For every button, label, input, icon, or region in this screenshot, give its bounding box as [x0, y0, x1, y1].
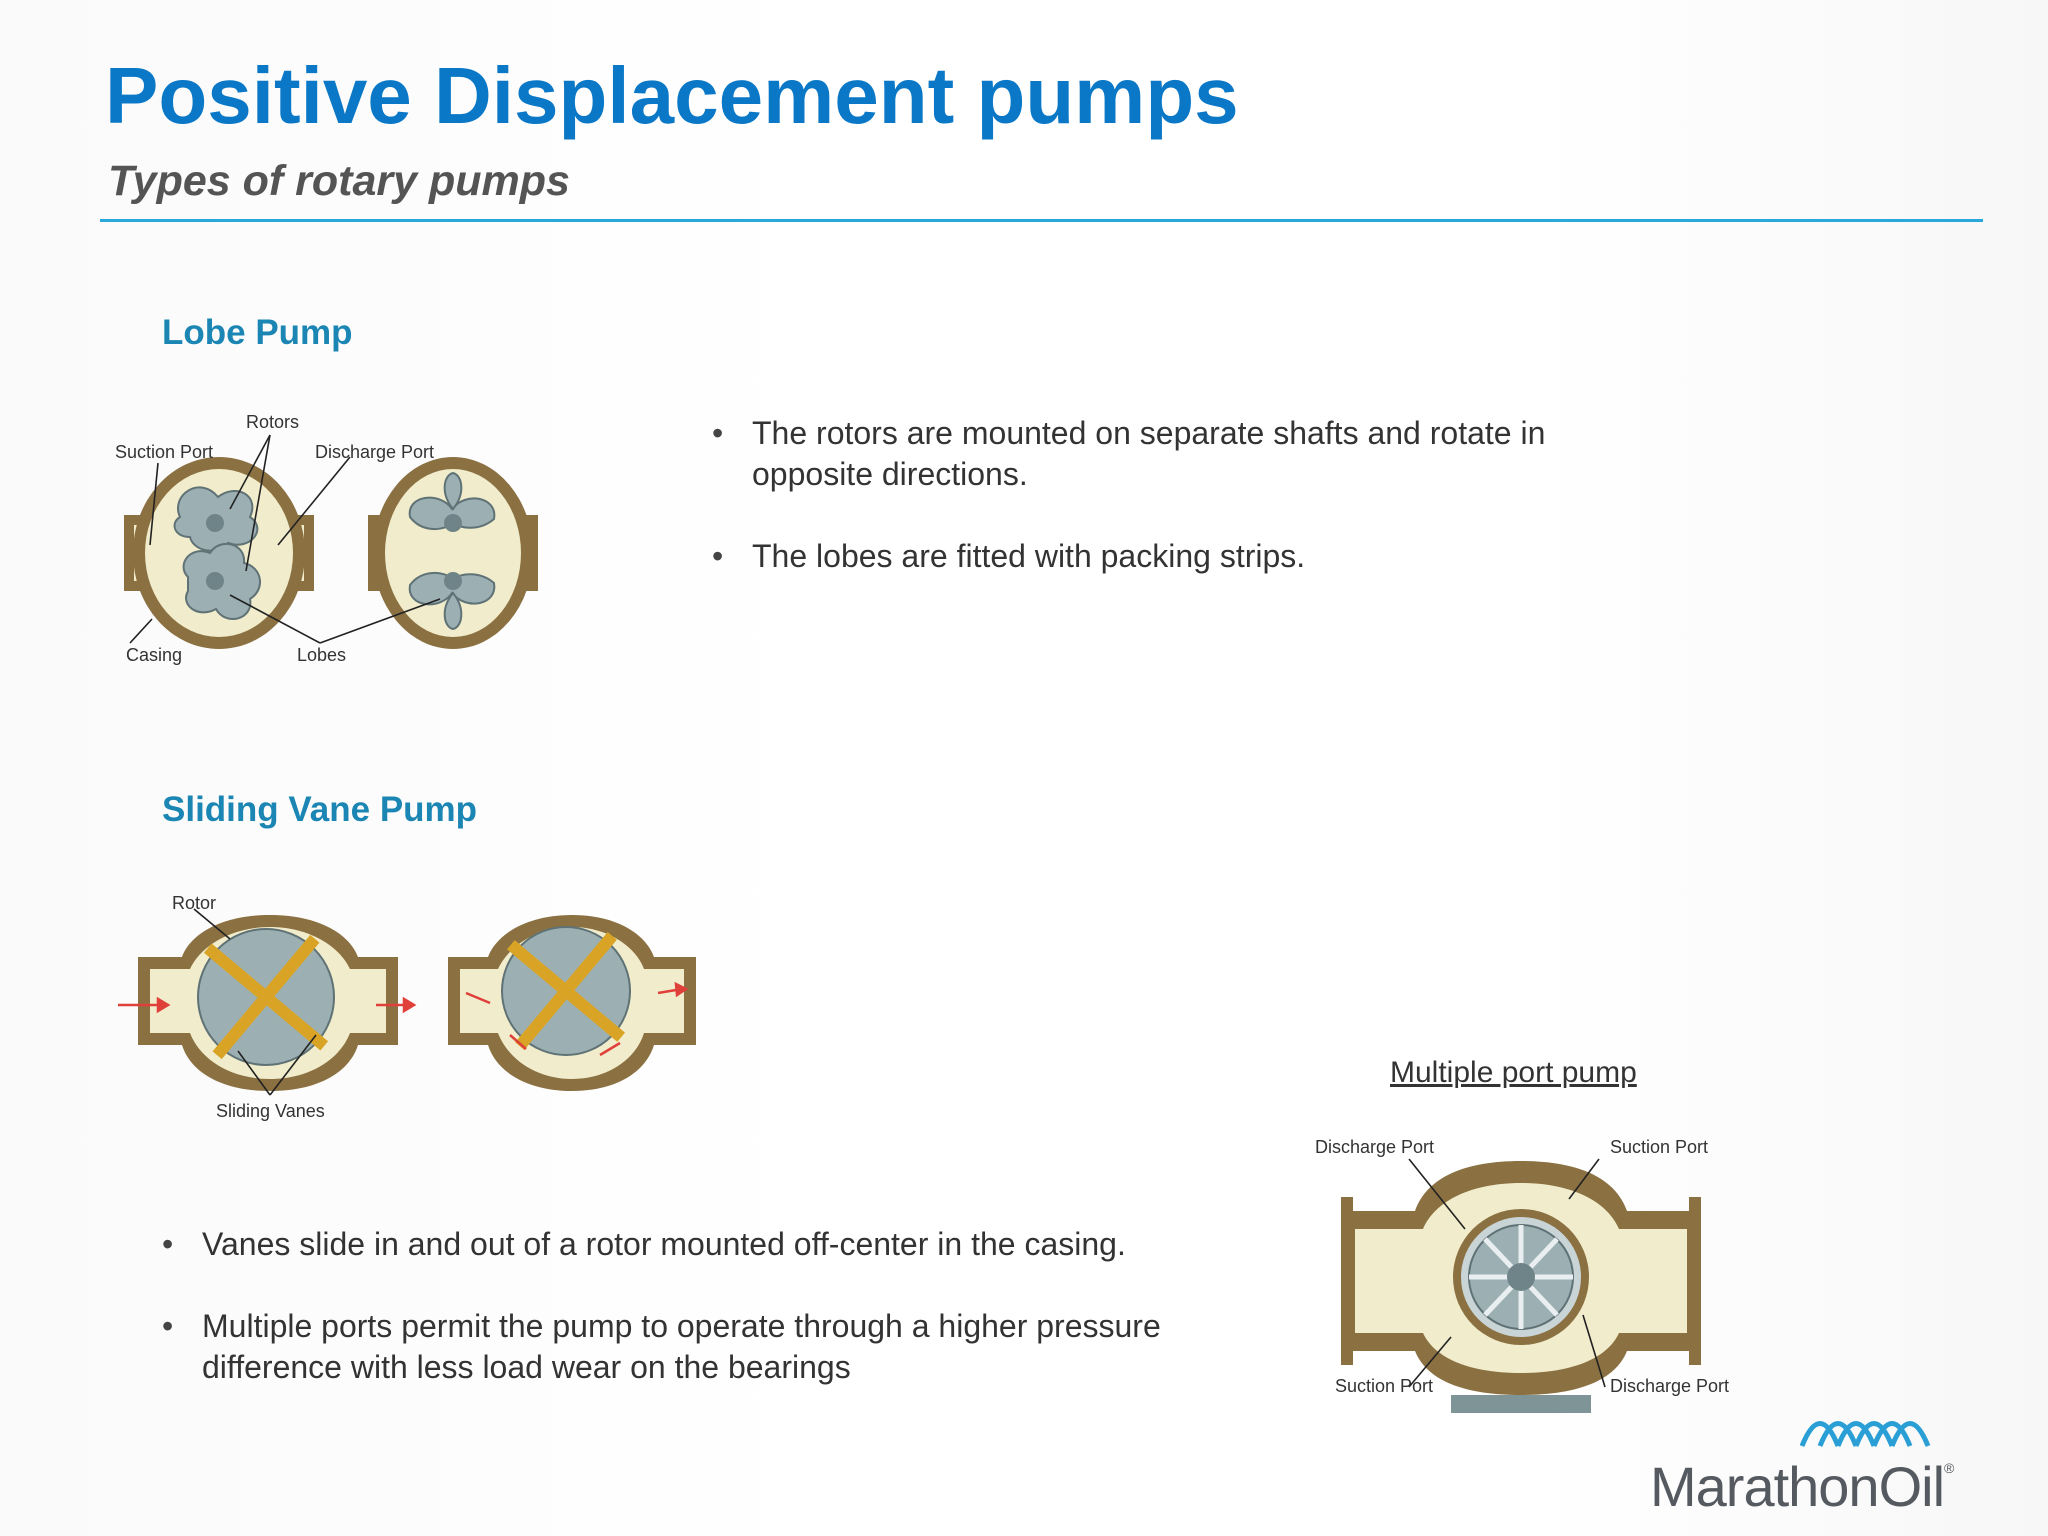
label-suction-port-bottom: Suction Port: [1335, 1376, 1433, 1396]
logo-wordmark-text: MarathonOil: [1650, 1455, 1945, 1518]
label-sliding-vanes: Sliding Vanes: [216, 1101, 325, 1121]
sliding-vane-diagram: Rotor Sliding Vanes: [110, 885, 730, 1135]
label-rotor: Rotor: [172, 893, 216, 913]
marathon-oil-logo: MarathonOil®: [1650, 1410, 1990, 1518]
lobe-pump-heading: Lobe Pump: [162, 313, 353, 352]
title-divider: [100, 219, 1983, 222]
slide-subtitle: Types of rotary pumps: [108, 157, 570, 205]
vane-pump-right: [448, 915, 696, 1091]
vane-bullet: Vanes slide in and out of a rotor mounte…: [162, 1224, 1292, 1265]
label-casing: Casing: [126, 645, 182, 665]
lobe-bullet: The rotors are mounted on separate shaft…: [712, 413, 1672, 495]
vane-pump-heading: Sliding Vane Pump: [162, 790, 478, 829]
logo-wordmark: MarathonOil®: [1650, 1454, 1954, 1519]
slide-title: Positive Displacement pumps: [105, 51, 1239, 140]
label-discharge-port: Discharge Port: [315, 442, 434, 462]
label-discharge-port-top: Discharge Port: [1315, 1137, 1434, 1157]
vane-bullet: Multiple ports permit the pump to operat…: [162, 1306, 1292, 1388]
lobe-bullet: The lobes are fitted with packing strips…: [712, 536, 1672, 577]
label-suction-port-top: Suction Port: [1610, 1137, 1708, 1157]
lobe-pump-diagram: Rotors Suction Port Discharge Port Casin…: [110, 405, 560, 675]
logo-waves-icon: [1800, 1421, 1931, 1447]
vane-pump-left: [138, 915, 398, 1091]
label-rotors: Rotors: [246, 412, 299, 432]
lobe-pump-left: [124, 457, 314, 649]
label-suction-port: Suction Port: [115, 442, 213, 462]
logo-registered-mark: ®: [1944, 1460, 1954, 1476]
multiple-port-pump-diagram: Discharge Port Suction Port Suction Port…: [1305, 1125, 1745, 1415]
lobe-bullet-list: The rotors are mounted on separate shaft…: [712, 413, 1672, 618]
multiple-port-pump-caption: Multiple port pump: [1390, 1056, 1637, 1089]
lobe-pump-right: [368, 457, 538, 649]
vane-bullet-list: Vanes slide in and out of a rotor mounte…: [162, 1224, 1292, 1429]
flow-arrows: [118, 981, 689, 1057]
label-discharge-port-bottom: Discharge Port: [1610, 1376, 1729, 1396]
label-lobes: Lobes: [297, 645, 346, 665]
